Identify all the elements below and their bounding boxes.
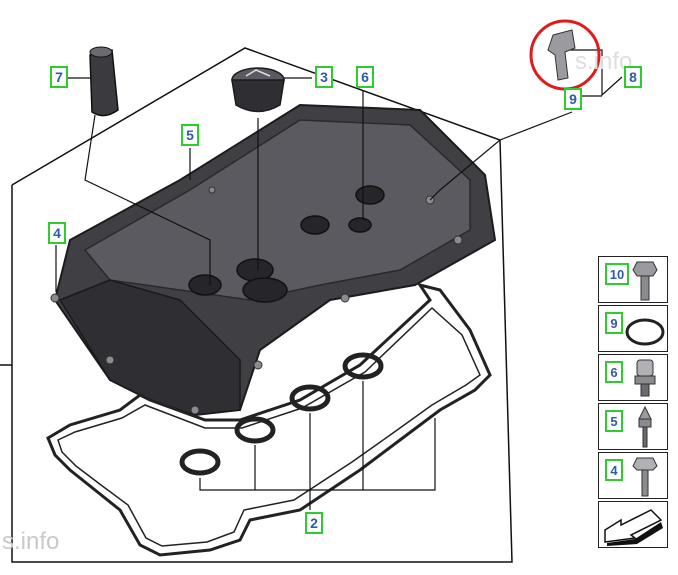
side-part-stud[interactable]: 5 xyxy=(598,403,668,450)
valve-cover-front-rib xyxy=(58,279,241,416)
o-ring-icon xyxy=(625,318,665,346)
callout-8[interactable]: 8 xyxy=(624,66,642,88)
seal-rings xyxy=(179,352,384,476)
watermark-bottom-left: s.info xyxy=(2,528,60,555)
sensor-icon xyxy=(634,359,656,397)
callout-4[interactable]: 4 xyxy=(48,222,66,244)
clip-part xyxy=(547,29,576,81)
breather-tube xyxy=(89,46,119,117)
oil-filler-cap xyxy=(231,67,285,113)
side-part-o-ring[interactable]: 9 xyxy=(598,305,668,352)
assembly-bracket-line xyxy=(11,47,513,563)
side-part-bolt[interactable]: 10 xyxy=(598,256,668,303)
gasket-inner xyxy=(57,306,481,547)
callout-2[interactable]: 2 xyxy=(305,512,323,534)
side-badge-6[interactable]: 6 xyxy=(605,361,623,383)
side-badge-10[interactable]: 10 xyxy=(605,263,629,285)
arrow-icon xyxy=(604,509,663,546)
callout-7[interactable]: 7 xyxy=(50,66,68,88)
leader-2 xyxy=(199,418,436,491)
valve-cover-bolts xyxy=(50,186,463,415)
valve-cover-ports xyxy=(188,185,385,303)
callout-5[interactable]: 5 xyxy=(181,124,199,146)
side-part-screw[interactable]: 4 xyxy=(598,452,668,499)
stud-icon xyxy=(638,405,652,448)
side-badge-9[interactable]: 9 xyxy=(605,312,623,334)
leader-9 xyxy=(429,111,573,201)
callout-9[interactable]: 9 xyxy=(564,88,582,110)
side-part-sensor[interactable]: 6 xyxy=(598,354,668,401)
side-badge-5[interactable]: 5 xyxy=(605,410,623,432)
bolt-icon xyxy=(632,261,658,301)
side-badge-4[interactable]: 4 xyxy=(605,459,623,481)
side-part-arrow[interactable] xyxy=(598,501,668,548)
watermark-top-right: s.info xyxy=(575,48,633,75)
gasket xyxy=(46,282,492,557)
callout-3[interactable]: 3 xyxy=(315,66,333,88)
screw-icon xyxy=(632,457,658,497)
callout-6[interactable]: 6 xyxy=(356,66,374,88)
leader-8 xyxy=(570,49,623,97)
valve-cover-top xyxy=(83,119,471,301)
